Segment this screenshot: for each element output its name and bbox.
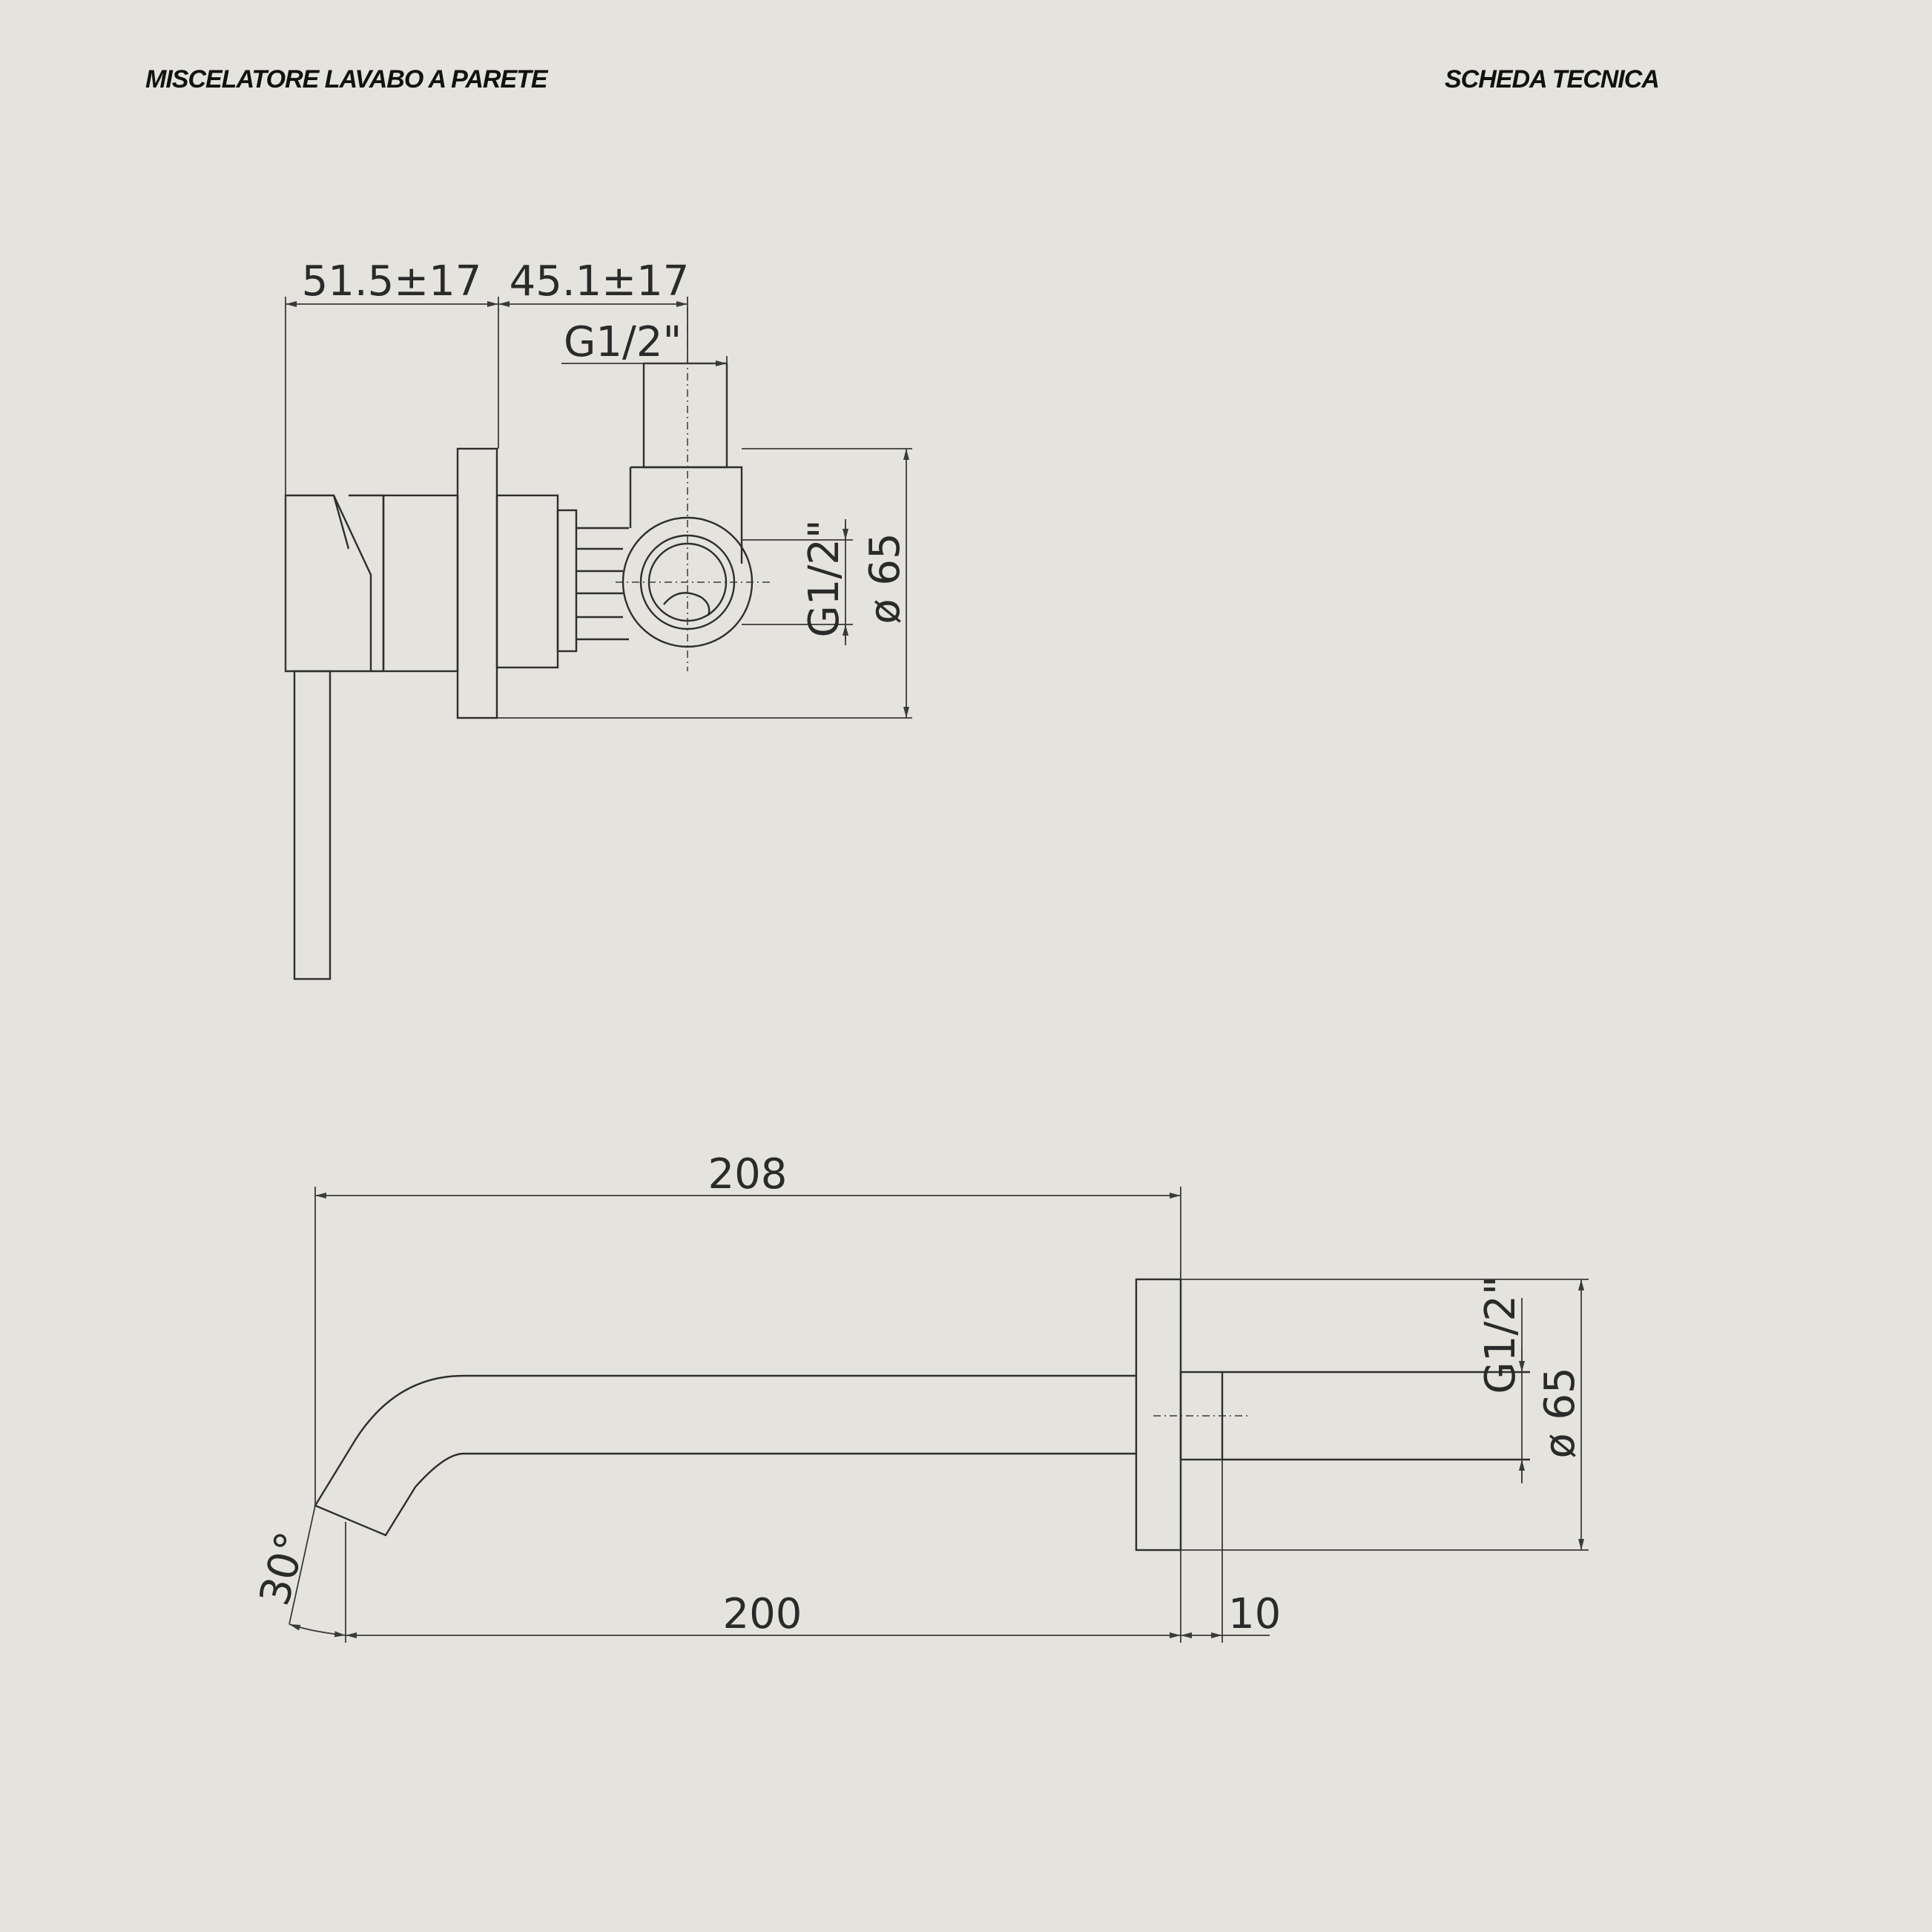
dim-outlet-angle-label: 30°	[251, 1527, 316, 1611]
document-type-label: SCHEDA TECNICA	[1445, 65, 1660, 93]
spout-tube	[314, 1374, 1136, 1537]
mixer-side-view: 51.5±17 45.1±17 G1/2" G1/2" ø 65	[284, 257, 912, 980]
dim-spout-length-label: 200	[723, 1590, 802, 1638]
dim-side-thread-label: G1/2"	[800, 519, 848, 637]
mixer-top-inlet	[642, 362, 728, 469]
dim-handle-depth-label: 51.5±17	[302, 257, 482, 306]
dim-spout-thread: G1/2"	[1477, 1276, 1525, 1483]
dim-mixer-plate-diameter: ø 65	[497, 448, 912, 719]
dim-handle-depth: 51.5±17	[285, 257, 499, 671]
mixer-flange	[495, 494, 559, 669]
mixer-handle-knob	[284, 494, 372, 673]
dim-side-thread: G1/2"	[742, 519, 853, 645]
mixer-wall-plate	[456, 447, 498, 719]
document-title: MISCELATORE LAVABO A PARETE	[145, 65, 548, 93]
dim-plate-thickness-label: 10	[1228, 1590, 1281, 1638]
mixer-valve-housing	[629, 466, 743, 564]
dim-body-depth: 45.1±17	[498, 257, 689, 363]
dim-top-thread-label: G1/2"	[564, 318, 682, 366]
dim-spout-thread-label: G1/2"	[1477, 1276, 1525, 1394]
dim-total-length-label: 208	[708, 1150, 788, 1199]
dim-plate-thickness: 10	[1181, 1460, 1281, 1643]
spout-side-view: 30° 208 200 10 G1/2"	[251, 1150, 1589, 1643]
dim-mixer-plate-diameter-label: ø 65	[861, 533, 909, 624]
dim-spout-length: 200	[346, 1550, 1181, 1643]
spout-wall-plate	[1135, 1278, 1182, 1552]
mixer-lever	[293, 670, 332, 980]
dim-total-length: 208	[314, 1150, 1181, 1506]
mixer-body	[349, 494, 385, 673]
dim-top-thread: G1/2"	[561, 318, 728, 366]
dim-spout-plate-diameter: ø 65	[1181, 1279, 1589, 1551]
dim-body-depth-label: 45.1±17	[510, 257, 690, 306]
dim-spout-plate-diameter-label: ø 65	[1536, 1367, 1584, 1458]
